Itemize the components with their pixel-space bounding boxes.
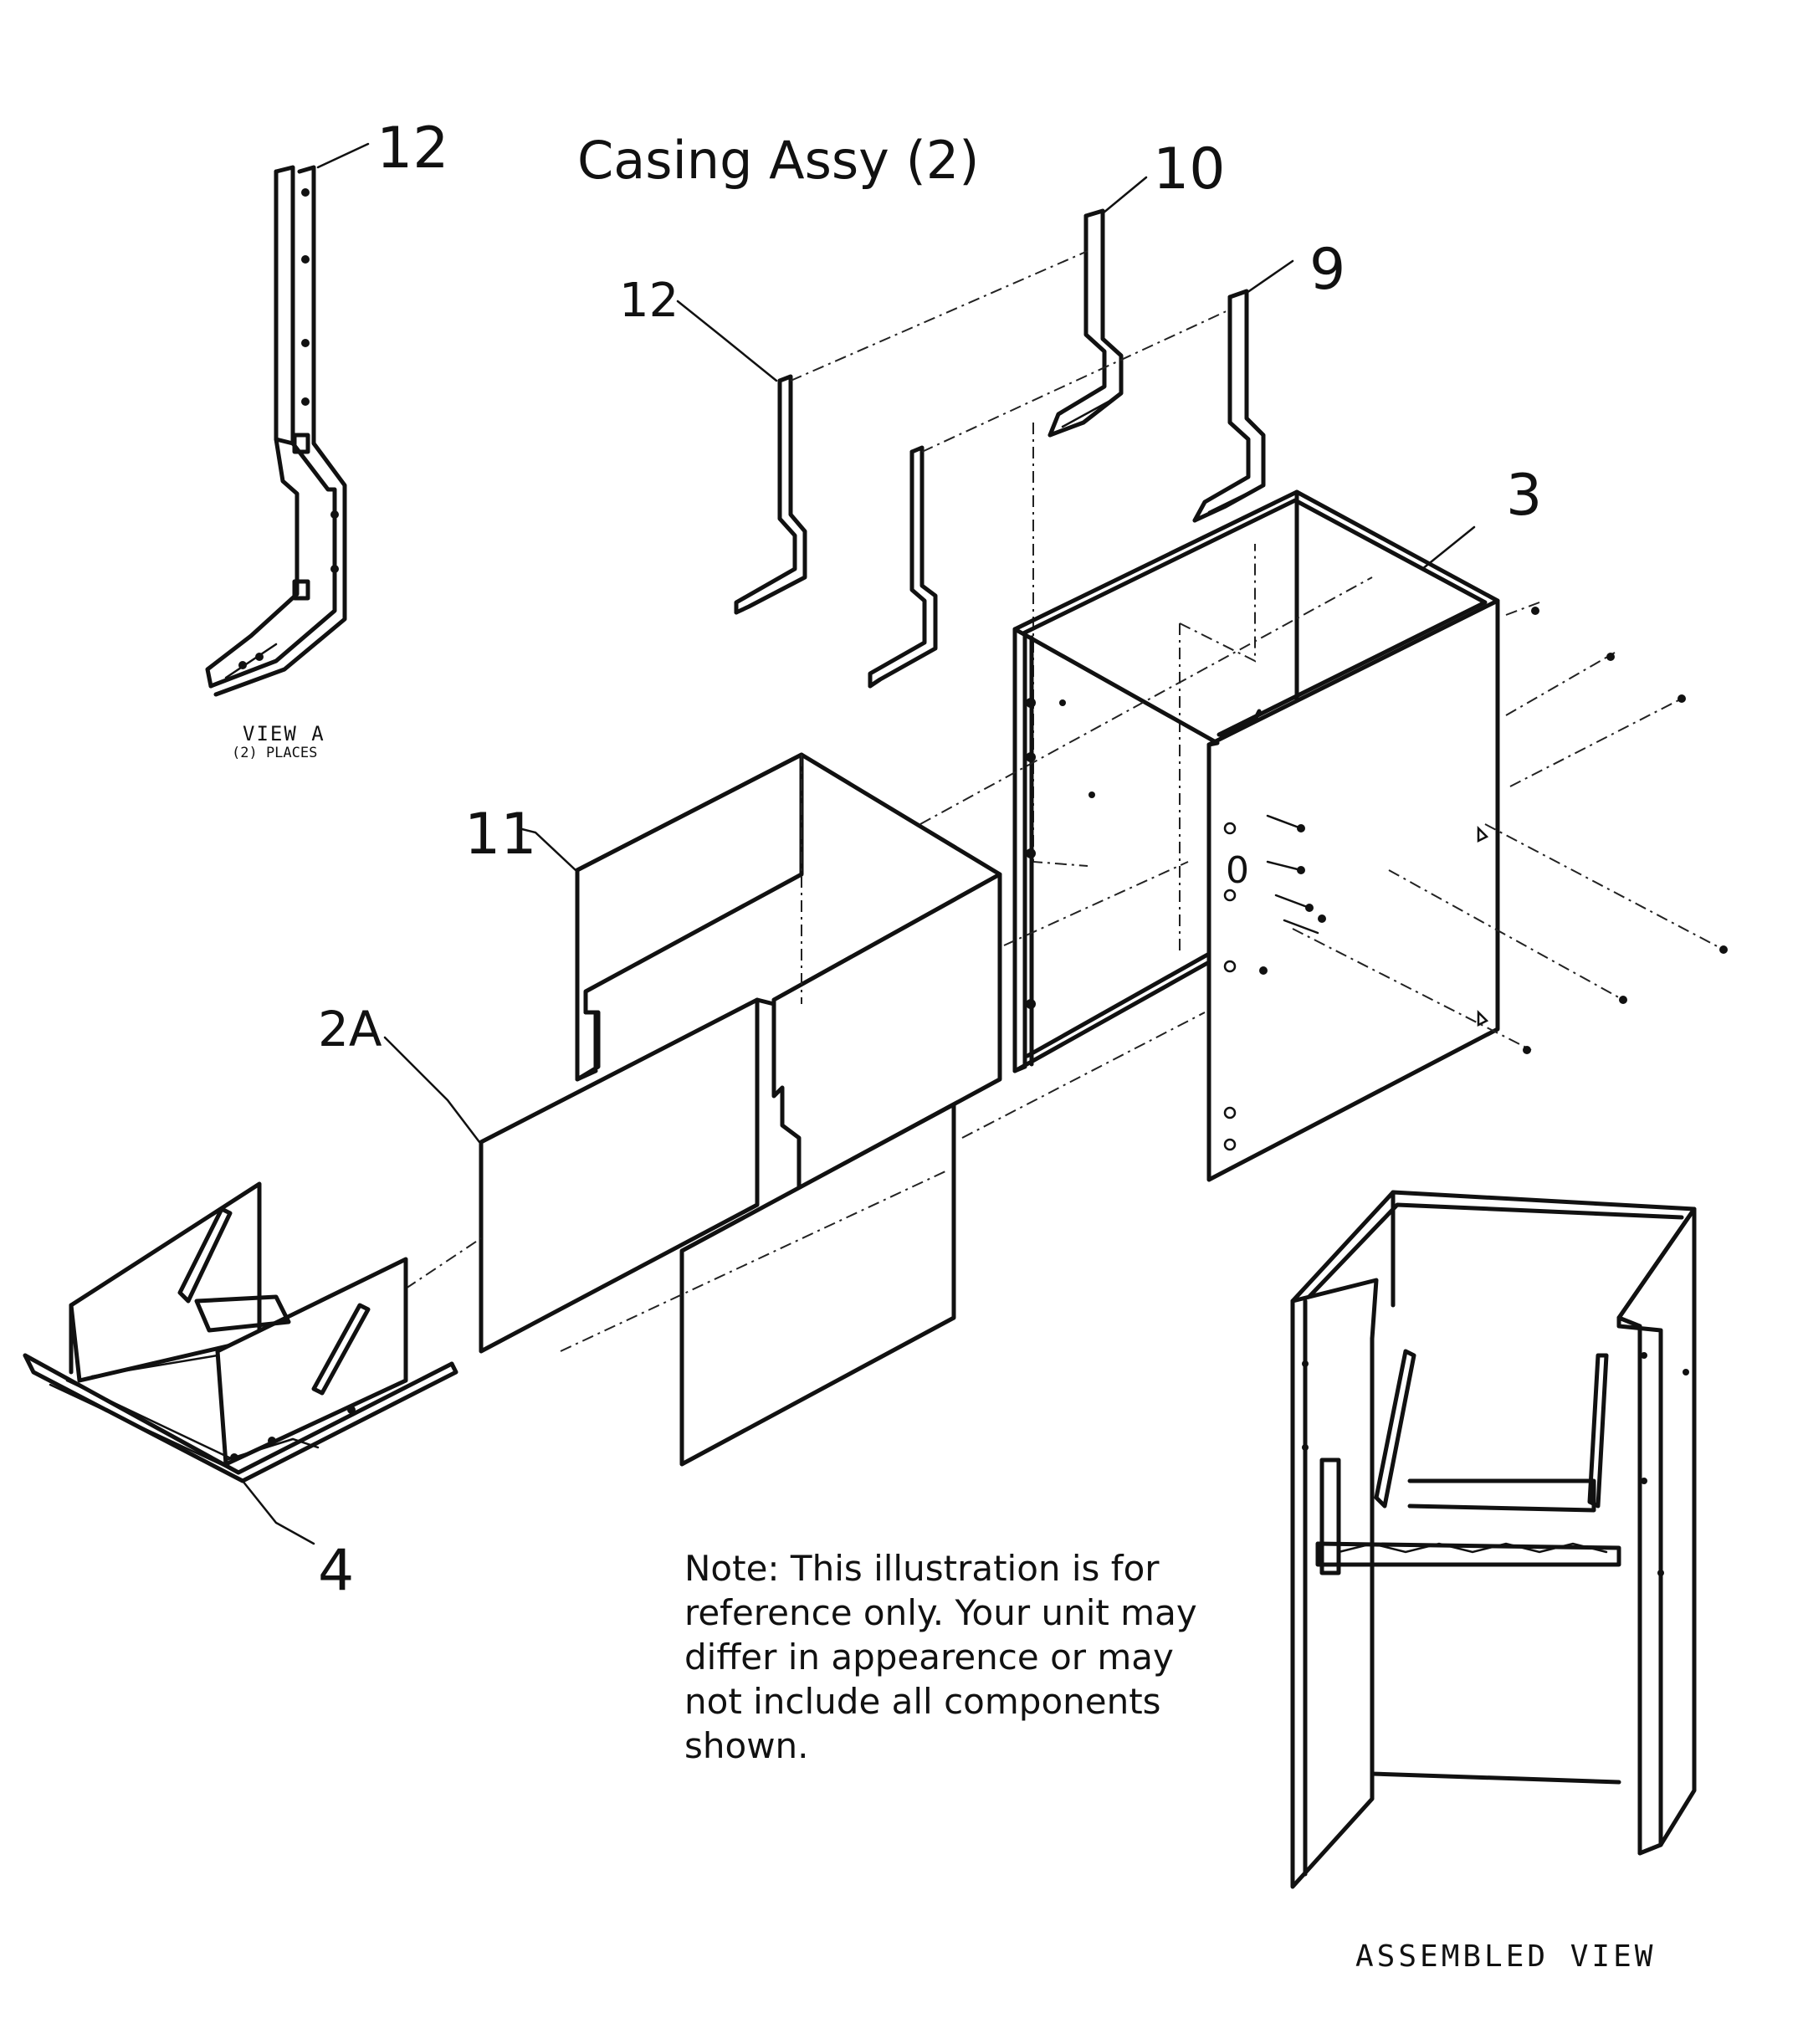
callout-4: 4 [318,1538,354,1604]
dash-9 [921,309,1231,453]
leader-3 [1421,525,1476,571]
dash-9-down [1179,544,1256,663]
bracket-10 [1047,208,1124,438]
leader-2a [383,1036,481,1144]
bracket-left-of-9 [868,445,938,689]
leader-4 [241,1479,315,1545]
leader-9 [1245,259,1294,295]
leader-12-mid [676,300,778,382]
leader-12-top [316,142,370,169]
callout-12-mid: 12 [619,274,679,328]
callout-11: 11 [464,802,537,868]
base-4 [23,1181,458,1483]
dash-12-10 [790,250,1088,382]
callout-10: 10 [1153,136,1226,202]
callout-2a: 2A [318,1001,382,1058]
panel-2a [405,997,1206,1467]
callout-9: 9 [1309,237,1345,303]
dash-11-3b [1003,861,1189,946]
view-a-title: VIEW A [243,722,325,745]
view-a-bracket [205,165,347,697]
grommet-mark: 0 [1226,849,1249,892]
view-a-subtitle: (2) PLACES [232,745,317,761]
leader-11 [517,827,577,872]
callout-3: 3 [1506,463,1542,529]
reference-note: Note: This illustration is for reference… [684,1548,1197,1766]
casing-3: 0 [1012,489,1500,1182]
diagram-title: Casing Assy (2) [577,130,979,191]
assembled-view-label: ASSEMBLED VIEW [1355,1939,1656,1974]
assembled-view [1290,1190,1697,1889]
bracket-12 [734,374,807,615]
screws-right [1259,602,1728,1054]
callout-12-top: 12 [376,115,449,182]
bracket-9 [1192,289,1266,523]
leader-10 [1101,176,1148,215]
